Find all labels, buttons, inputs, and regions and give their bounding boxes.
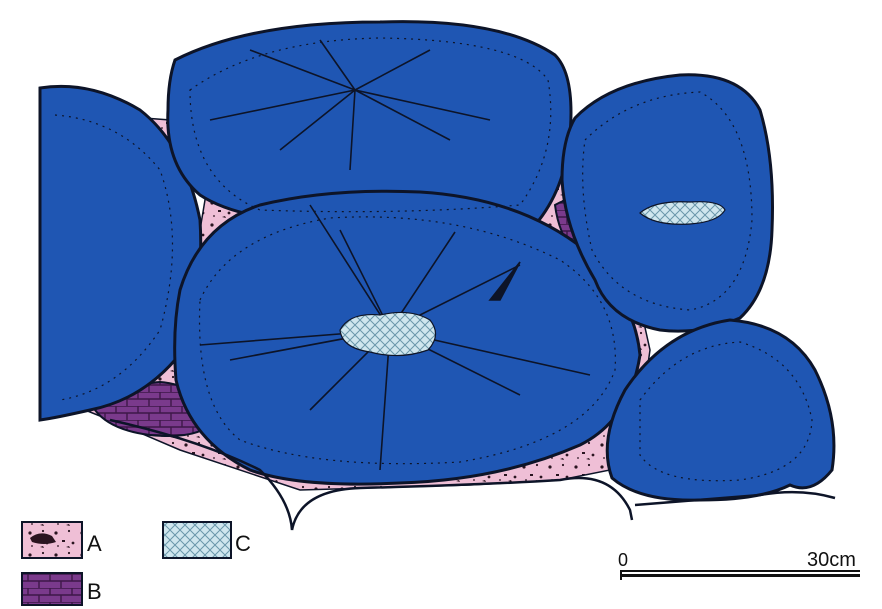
scale-bar-end-label: 30cm: [807, 549, 856, 571]
legend-item-a: A: [22, 522, 102, 558]
scale-bar: 0 30cm: [618, 549, 860, 580]
legend-item-b: B: [22, 573, 102, 605]
legend-label-c: C: [235, 531, 251, 556]
legend-label-b: B: [87, 579, 102, 604]
legend-swatch-b: [22, 573, 82, 605]
legend-swatch-c: [163, 522, 231, 558]
legend-label-a: A: [87, 531, 102, 556]
scale-bar-start-label: 0: [618, 550, 628, 570]
legend-item-c: C: [163, 522, 251, 558]
legend: A B C: [22, 522, 251, 605]
